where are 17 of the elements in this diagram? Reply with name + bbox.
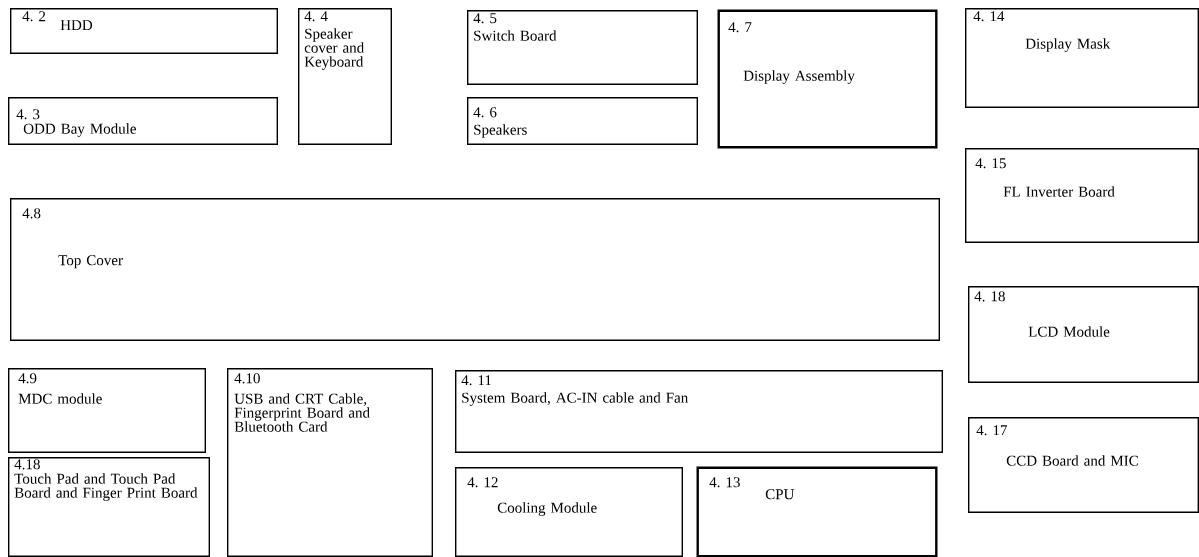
part-box: 4. 3 ODD Bay Module xyxy=(8,97,278,145)
part-box: 4. 4 Speaker cover and Keyboard xyxy=(298,8,392,145)
part-box: 4.18 Touch Pad and Touch Pad Board and Finger Print Board xyxy=(8,457,210,557)
part-box: 4. 12 Cooling Module xyxy=(455,467,683,557)
part-box: 4. 5 Switch Board xyxy=(467,10,698,85)
part-box: 4. 14 Display Mask xyxy=(965,8,1199,108)
part-box: 4.9 MDC module xyxy=(8,368,206,453)
part-box: 4. 11 System Board, AC-IN cable and Fan xyxy=(455,370,943,453)
part-box: 4. 18 LCD Module xyxy=(968,286,1199,383)
part-box: 4. 13 CPU xyxy=(696,466,938,557)
part-box: 4. 17 CCD Board and MIC xyxy=(968,417,1199,513)
part-box: 4. 2 HDD xyxy=(10,8,278,54)
part-box: 4. 7 Display Assembly xyxy=(717,9,938,149)
part-box: 4.8 Top Cover xyxy=(10,198,940,341)
part-box: 4. 6 Speakers xyxy=(467,97,698,145)
part-box: 4.10 USB and CRT Cable, Fingerprint Board and Bluetooth Card xyxy=(227,368,433,557)
part-box: 4. 15 FL Inverter Board xyxy=(965,148,1199,243)
